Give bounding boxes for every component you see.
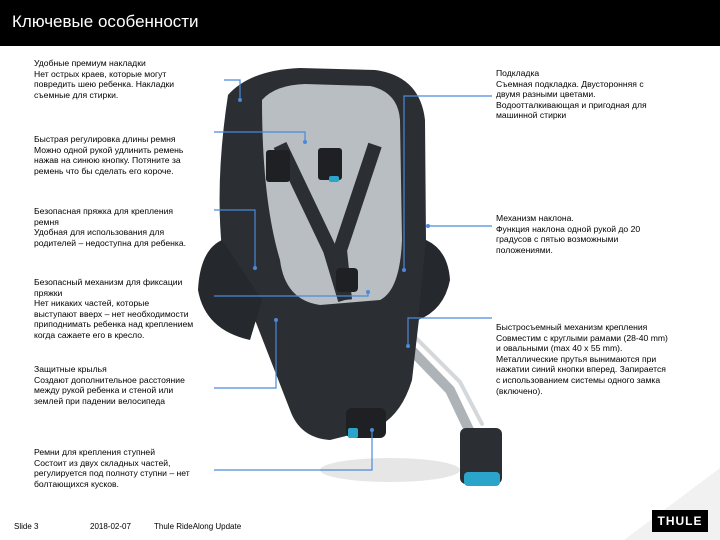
protective-wing-right (418, 240, 450, 320)
feature-heading: Механизм наклона. (496, 213, 574, 223)
feature-line: пряжки (34, 287, 63, 298)
feature-heading: Ремни для крепления ступней (34, 447, 156, 457)
feature-line: регулируется под полноту ступни – нет (34, 468, 190, 479)
feature-line: положениями. (496, 244, 553, 255)
feature-line: Металлические прутья вынимаются при (496, 353, 657, 364)
connector-dot (303, 140, 307, 144)
connector-padding (403, 95, 492, 270)
feature-line: машинной стирки (496, 110, 567, 121)
adjust-button (329, 176, 339, 182)
feature-line: болтающихся кусков. (34, 478, 119, 489)
protective-wing-left (198, 240, 262, 340)
feature-line: нажатии синий кнопки вперед. Запирается (496, 364, 666, 375)
connector-footstraps (214, 430, 373, 471)
feature-recline: Механизм наклона. Функция наклона одной … (496, 213, 640, 255)
connector-wings (214, 320, 277, 389)
thule-logo: THULE (652, 510, 708, 532)
feature-line: двумя разными цветами. (496, 89, 596, 100)
feature-line: землей при падении велосипеда (34, 395, 166, 406)
feature-line: родителей – недоступна для ребенка. (34, 237, 186, 248)
feature-line: и овальными (max 40 x 55 mm). (496, 343, 623, 354)
footer-slide-number: Slide 3 (14, 522, 39, 531)
feature-line: Можно одной рукой удлинить ремень (34, 144, 184, 155)
feature-heading: Удобные премиум накладки (34, 58, 146, 68)
frame-bracket (460, 428, 502, 484)
mounting-bar-highlight (398, 320, 484, 426)
footer-date: 2018-02-07 (90, 522, 131, 531)
feature-premium-pads: Удобные премиум накладки Нет острых крае… (34, 58, 174, 100)
feature-buckle-mechanism: Безопасный механизм для фиксации пряжки … (34, 277, 193, 341)
connector-dot (238, 98, 242, 102)
feature-line: съемные для стирки. (34, 89, 119, 100)
connector-dot (274, 318, 278, 322)
shadow-shape (320, 458, 460, 482)
connector-dot (253, 266, 257, 270)
feature-line: Водоотталкивающая и пригодная для (496, 99, 647, 110)
buckle (336, 268, 358, 292)
header-bar: Ключевые особенности (0, 0, 720, 46)
feature-line: выступают вверх – нет необходимости (34, 308, 189, 319)
shoulder-pad-right (318, 148, 342, 180)
feature-line: Съемная подкладка. Двусторонняя с (496, 78, 644, 89)
feature-line: с использованием системы одного замка (496, 374, 661, 385)
feature-padding: Подкладка Съемная подкладка. Двустороння… (496, 68, 647, 121)
feature-line: (включено). (496, 385, 543, 396)
feature-heading: Быстрая регулировка длины ремня (34, 134, 176, 144)
connector-dot (406, 344, 410, 348)
feature-heading: Быстросъемный механизм крепления (496, 322, 648, 332)
feature-safe-buckle: Безопасная пряжка для крепления ремня Уд… (34, 206, 186, 248)
footrest-accent (348, 428, 358, 438)
feature-line: Удобная для использования для (34, 227, 165, 238)
feature-line: Создают дополнительное расстояние (34, 374, 185, 385)
feature-line: приподнимать ребенка над креплением (34, 319, 194, 330)
bracket-accent (464, 472, 500, 486)
feature-line: между рукой ребенка и стеной или (34, 385, 174, 396)
connector-dot (402, 268, 406, 272)
feature-line: Нет острых краев, которые могут (34, 68, 167, 79)
feature-heading: Защитные крылья (34, 364, 107, 374)
feature-line: Совместим с круглыми рамами (28-40 mm) (496, 332, 668, 343)
feature-line: нажав на синюю кнопку. Потяните за (34, 155, 181, 166)
connector-quick-release (407, 317, 492, 346)
feature-heading: Подкладка (496, 68, 540, 78)
connector-dot (366, 290, 370, 294)
connector-strap-adjust (214, 131, 306, 142)
feature-protective-wings: Защитные крылья Создают дополнительное р… (34, 364, 185, 406)
shoulder-pad-left (266, 150, 290, 182)
connector-dots (238, 98, 430, 432)
feature-line: градусов с пятью возможными (496, 234, 619, 245)
seat-pad (262, 84, 402, 305)
feature-line: ремня (34, 216, 59, 227)
feature-heading: Безопасный механизм для фиксации (34, 277, 183, 287)
connector-dot (426, 224, 430, 228)
feature-quick-release: Быстросъемный механизм крепления Совмест… (496, 322, 668, 396)
connector-pads (224, 79, 241, 100)
connector-lines (214, 79, 492, 471)
feature-line: когда сажаете его в кресло. (34, 329, 145, 340)
feature-strap-adjust: Быстрая регулировка длины ремня Можно од… (34, 134, 183, 176)
feature-heading: Безопасная пряжка для крепления (34, 206, 174, 216)
feature-line: Состоит из двух складных частей, (34, 457, 171, 468)
feature-line: Нет никаких частей, которые (34, 298, 150, 309)
feature-line: Функция наклона одной рукой до 20 (496, 223, 641, 234)
connector-dot (370, 428, 374, 432)
page-title: Ключевые особенности (12, 12, 199, 31)
feature-foot-straps: Ремни для крепления ступней Состоит из д… (34, 447, 190, 489)
feature-line: ремень что бы сделать его короче. (34, 165, 174, 176)
footer-presentation-name: Thule RideAlong Update (154, 522, 242, 531)
connector-buckle (214, 209, 256, 268)
feature-line: повредить шею ребенка. Накладки (34, 79, 175, 90)
